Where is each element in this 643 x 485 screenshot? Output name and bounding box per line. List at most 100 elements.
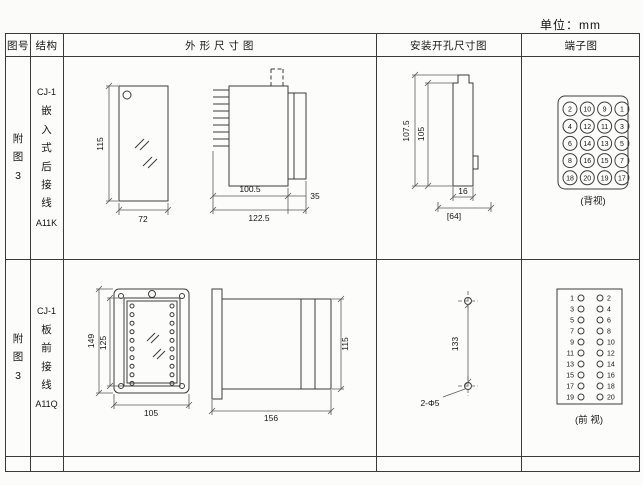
terminal-circle — [579, 118, 595, 134]
structure-row1: CJ-1 嵌入式后接线 A11K — [30, 56, 63, 259]
front-view-label: (前 视) — [575, 414, 603, 426]
plate-dot — [129, 329, 135, 335]
terminal-circle — [596, 338, 604, 346]
terminal-circle — [596, 349, 604, 357]
dim-hole-spacing: 133 — [450, 337, 460, 351]
terminal-number: 18 — [607, 383, 615, 390]
terminal-circle — [562, 118, 578, 134]
terminal-circle — [579, 153, 595, 169]
terminal-number: 20 — [583, 175, 591, 182]
hole-size-note: 2-Φ5 — [420, 398, 439, 408]
fig-no-text: 附图3 — [12, 132, 24, 182]
terminal-circle — [596, 360, 604, 368]
terminal-circle — [614, 170, 630, 186]
terminal-circle — [614, 153, 630, 169]
dim-side-depth: 156 — [264, 413, 278, 423]
terminal-number: 13 — [566, 361, 574, 368]
plate-dot — [129, 337, 135, 343]
header-outline: 外 形 尺 寸 图 — [185, 39, 254, 52]
terminal-number: 2 — [568, 107, 572, 114]
terminal-circle — [579, 135, 595, 151]
terminal-circle — [597, 101, 613, 117]
terminal-block-outline — [557, 95, 629, 190]
row-divider — [6, 259, 639, 260]
plate-dot — [169, 372, 175, 378]
terminal-circle — [596, 316, 604, 324]
terminal-number: 12 — [583, 124, 591, 131]
terminal-number: 17 — [618, 175, 626, 182]
plate-dot — [169, 312, 175, 318]
plate-dot — [129, 320, 135, 326]
terminal-circle — [596, 382, 604, 390]
terminal-circle — [596, 371, 604, 379]
terminal-number: 8 — [568, 158, 572, 165]
plate-dot — [129, 312, 135, 318]
terminal-number: 9 — [570, 339, 574, 346]
terminal-number: 6 — [568, 141, 572, 148]
terminal-circle — [579, 170, 595, 186]
terminal-circle — [597, 170, 613, 186]
dim-side-height: 115 — [340, 337, 350, 351]
panel-cutout-shape — [452, 74, 479, 187]
plate-dot — [129, 355, 135, 361]
dim-cutout-h-inner: 105 — [416, 127, 426, 141]
terminal-circle — [577, 338, 585, 346]
series-label: CJ-1 — [36, 305, 56, 316]
install-drawing-row1: 107.5 105 16 [64] — [401, 71, 495, 221]
mount-type-label: 板前接线 — [41, 323, 52, 391]
terminal-circle — [577, 349, 585, 357]
terminal-circle — [614, 101, 630, 117]
column-divider — [30, 34, 31, 471]
plate-dot — [169, 337, 175, 343]
terminal-number: 1 — [620, 107, 624, 114]
terminal-circle — [579, 101, 595, 117]
terminal-circle — [577, 360, 585, 368]
row-divider — [6, 456, 639, 457]
plate-dot — [169, 355, 175, 361]
plate-dim-lines — [95, 285, 193, 409]
hole-centerlines — [458, 291, 478, 396]
terminal-number: 11 — [567, 350, 574, 357]
terminal-circle — [562, 135, 578, 151]
header-terminal: 端子图 — [564, 39, 598, 52]
unit-label: 单位：mm — [540, 18, 601, 32]
terminal-number: 5 — [570, 317, 574, 324]
relay-side-view — [213, 68, 307, 187]
plate-dot — [169, 346, 175, 352]
terminal-circle — [596, 327, 604, 335]
terminal-number: 16 — [607, 372, 615, 379]
front-dim-lines — [105, 82, 172, 215]
terminal-number: 2 — [607, 295, 611, 302]
row-divider — [6, 56, 639, 57]
terminal-circle — [577, 294, 585, 302]
terminal-number: 9 — [603, 107, 607, 114]
terminal-number: 15 — [566, 372, 574, 379]
terminal-number: 14 — [583, 141, 591, 148]
terminal-circle — [577, 393, 585, 401]
dim-side-flange: 35 — [310, 191, 320, 201]
relay-front-view — [118, 85, 169, 202]
header-install: 安装开孔尺寸图 — [410, 39, 487, 52]
structure-row2: CJ-1 板前接线 A11Q — [30, 259, 63, 456]
plate-dot — [169, 363, 175, 369]
terminal-circle — [562, 170, 578, 186]
side-dim-lines — [209, 151, 310, 214]
terminal-number: 8 — [607, 328, 611, 335]
plate-terminal-dots — [129, 303, 175, 386]
dim-plate-h-inner: 125 — [98, 336, 108, 350]
terminal-number: 7 — [620, 158, 624, 165]
header-structure: 结构 — [35, 39, 58, 52]
terminal-circle — [562, 153, 578, 169]
terminal-circle — [596, 305, 604, 313]
terminal-number: 5 — [620, 141, 624, 148]
fig-no-row2: 附图3 — [6, 259, 30, 456]
terminal-number: 10 — [583, 107, 591, 114]
terminal-block-outline2 — [556, 288, 623, 405]
relay-side-view2 — [211, 288, 332, 400]
column-divider — [521, 34, 522, 471]
plate-dot — [169, 303, 175, 309]
hole-dim-lines — [442, 301, 472, 398]
